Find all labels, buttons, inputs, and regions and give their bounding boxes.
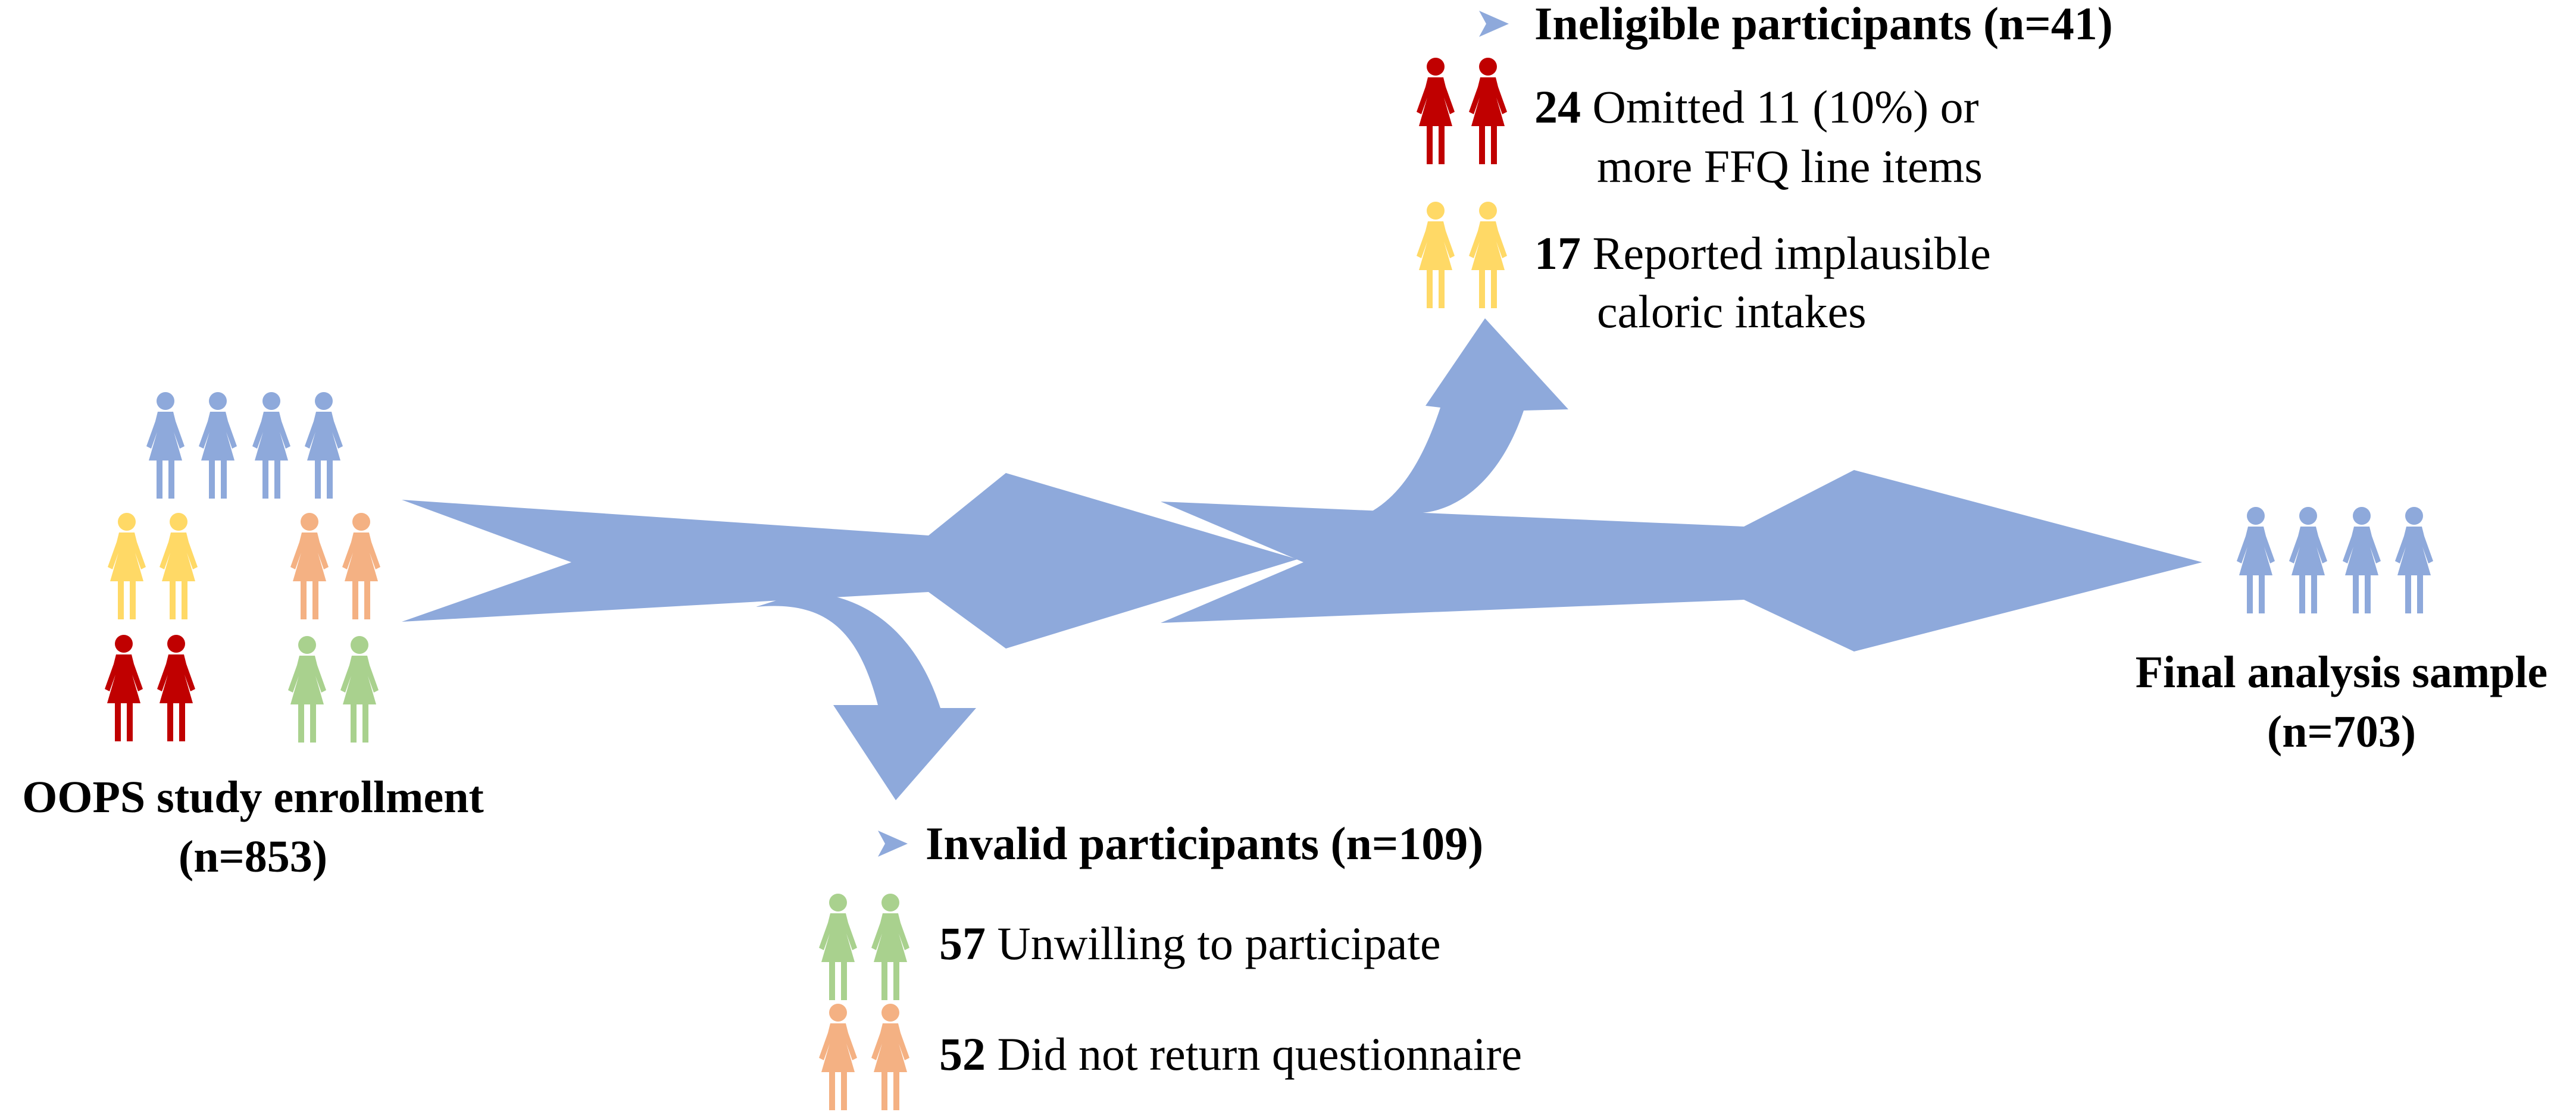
female-figure-icon [199,392,237,499]
enrollment-title: OOPS study enrollment [22,772,484,822]
invalid-item-2: 52 Did not return questionnaire [939,1027,1522,1082]
female-figure-icon [157,635,195,741]
female-figure-icon [2395,507,2433,613]
enrollment-count: (n=853) [178,832,328,882]
female-figure-icon [871,1004,909,1110]
final-title: Final analysis sample [2135,647,2548,697]
ineligible-item-2-count: 17 [1534,227,1581,279]
female-figure-icon [305,392,343,499]
ineligible-item-1-line2: more FFQ line items [1597,140,1983,192]
invalid-item-2-text: Did not return questionnaire [997,1028,1523,1080]
female-figure-icon [1469,58,1507,164]
female-figure-icon [108,513,146,619]
invalid-item-1-text: Unwilling to participate [997,917,1441,969]
female-figure-icon [2237,507,2275,613]
ineligible-item-1-text: Omitted 11 (10%) or [1592,81,1979,133]
female-figure-icon [819,894,857,1000]
female-figure-icon [2289,507,2327,613]
female-figure-icon [160,513,198,619]
ineligible-branch-arrow [1369,318,1568,513]
female-figure-icon [252,392,290,499]
female-figure-icon [290,513,329,619]
flow-arrows [402,318,2202,800]
ineligible-item-1: 24 Omitted 11 (10%) or [1534,80,1979,134]
ineligible-item-2-line2: caloric intakes [1597,286,1867,337]
chevron-right-icon [1479,11,1509,37]
ineligible-item-1-count: 24 [1534,81,1581,133]
female-figure-icon [288,636,326,743]
female-figure-icon [1417,202,1455,308]
female-figure-icon [1469,202,1507,308]
ineligible-header: Ineligible participants (n=41) [1534,0,2113,49]
enrollment-arrow [402,473,1298,649]
invalid-branch-arrow [756,592,976,800]
female-figure-icon [342,513,380,619]
female-figure-icon [871,894,909,1000]
female-figure-icon [1417,58,1455,164]
female-figure-icon [105,635,143,741]
invalid-item-1: 57 Unwilling to participate [939,916,1441,971]
female-figure-icon [2343,507,2381,613]
chevron-right-icon [878,831,908,857]
ineligible-item-2-text: Reported implausible [1592,227,1991,279]
female-figure-icon [340,636,379,743]
ineligible-item-2: 17 Reported implausible [1534,226,1991,281]
female-figure-icon [819,1004,857,1110]
invalid-header: Invalid participants (n=109) [926,817,1484,869]
invalid-item-1-count: 57 [939,917,986,969]
final-count: (n=703) [2266,707,2416,757]
invalid-item-2-count: 52 [939,1028,986,1080]
female-figure-icon [146,392,185,499]
final-arrow [1161,470,2202,651]
